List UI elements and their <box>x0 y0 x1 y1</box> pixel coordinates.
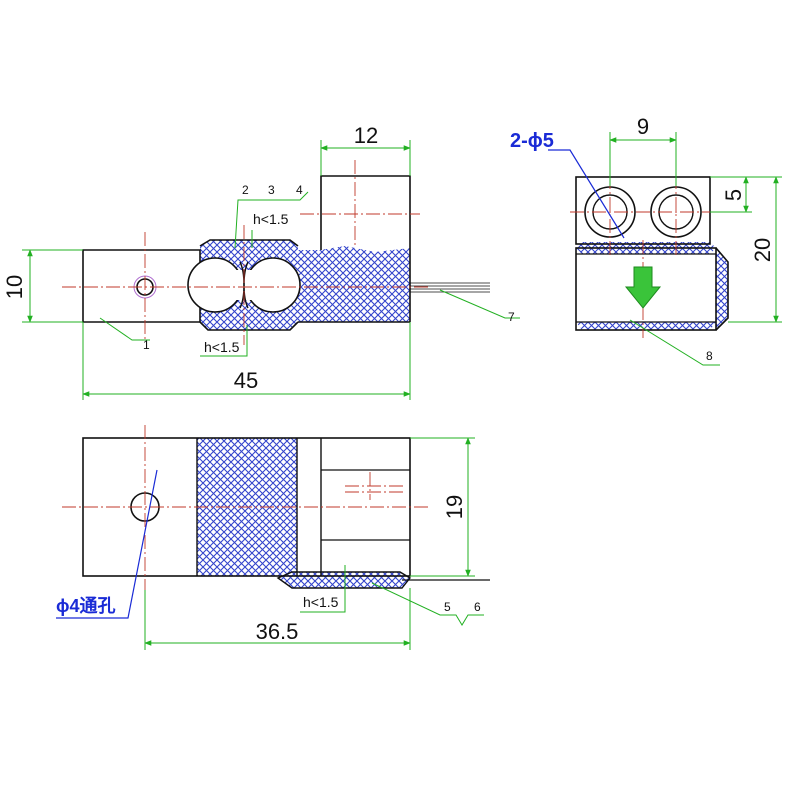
dim-5: 5 <box>721 189 746 201</box>
top-hatch-bottom <box>278 572 410 588</box>
top-dimensions <box>144 437 484 650</box>
leader-2-4 <box>234 191 309 249</box>
callout-phi4-through: ϕ4通孔 <box>56 596 116 616</box>
balloon-2: 2 <box>242 183 249 197</box>
front-view <box>62 160 490 345</box>
side-hatch-right <box>716 248 728 330</box>
leader-through-hole <box>56 469 158 619</box>
dim-9: 9 <box>637 114 649 139</box>
dim-19: 19 <box>442 495 467 519</box>
leader-8 <box>629 319 720 366</box>
balloon-7: 7 <box>508 310 515 324</box>
dim-45: 45 <box>234 368 258 393</box>
balloon-8: 8 <box>706 349 713 363</box>
note-h-bottom: h<1.5 <box>204 339 240 355</box>
note-h-lower: h<1.5 <box>303 594 339 610</box>
top-view <box>62 425 490 590</box>
leader-holes <box>548 149 625 239</box>
cable-wires <box>410 282 490 293</box>
front-dimensions <box>22 140 520 400</box>
leader-h-bottom <box>200 325 248 357</box>
leader-h-lower <box>300 565 346 613</box>
side-view <box>570 175 729 338</box>
balloon-6: 6 <box>474 600 481 614</box>
callout-2-phi5: 2-ϕ5 <box>510 130 554 152</box>
dim-36-5: 36.5 <box>256 619 299 644</box>
front-hole-right <box>245 257 301 313</box>
side-hatch-bottom <box>576 322 716 330</box>
front-hatch <box>200 240 410 330</box>
balloon-3: 3 <box>268 183 275 197</box>
dim-10: 10 <box>2 275 27 299</box>
balloon-4: 4 <box>296 183 303 197</box>
note-h-top: h<1.5 <box>253 211 289 227</box>
balloon-5: 5 <box>444 600 451 614</box>
leader-1 <box>99 317 150 341</box>
balloon-1: 1 <box>143 338 150 352</box>
side-dimensions <box>609 132 782 366</box>
leader-7 <box>439 289 520 319</box>
front-hole-left <box>187 257 243 313</box>
front-mount-block <box>320 175 411 322</box>
dim-20: 20 <box>750 238 775 262</box>
leader-5-6 <box>371 582 484 626</box>
dim-12: 12 <box>354 123 378 148</box>
down-arrow-icon <box>624 266 662 309</box>
